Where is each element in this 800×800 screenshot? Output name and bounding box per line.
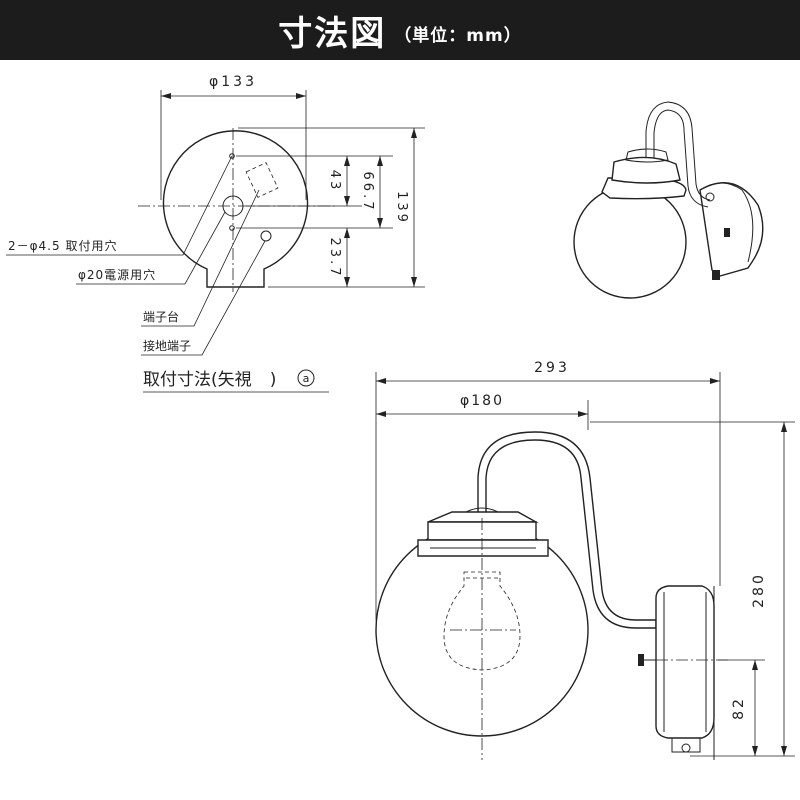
dim-upper: 43	[327, 170, 342, 193]
dim-mount-height: 139	[394, 191, 409, 225]
label-ground: 接地端子	[143, 338, 191, 353]
header-title: 寸法図	[278, 13, 387, 54]
wall-base	[655, 585, 715, 739]
label-terminal: 端子台	[143, 309, 179, 324]
label-holes: 2－φ4.5 取付用穴	[8, 238, 117, 253]
mount-caption: 取付寸法(矢視□)	[143, 370, 276, 390]
label-power-hole: φ20電源用穴	[78, 267, 156, 282]
dim-mount-width: φ133	[209, 74, 257, 90]
mounting-hole-top	[229, 153, 235, 159]
header-unit: （単位：mm）	[394, 25, 522, 46]
mount-plate	[162, 130, 309, 288]
side-view: 293 φ180 280 82	[375, 360, 795, 760]
header-bar: 寸法図 （単位：mm）	[0, 0, 800, 60]
power-hole	[222, 195, 244, 217]
terminal-block	[245, 162, 279, 198]
product-illustration	[573, 101, 764, 299]
dim-globe: φ180	[460, 393, 504, 409]
dim-base: 82	[731, 696, 747, 720]
mount-view: φ133 43 66.7 23.7 139 2－φ4.5 取付用穴 φ20電源用…	[6, 74, 425, 393]
dim-mid: 66.7	[360, 172, 375, 213]
dim-lower: 23.7	[327, 238, 342, 279]
ground-terminal	[260, 230, 272, 242]
mounting-hole-bottom	[229, 225, 235, 231]
caption-mark: a	[303, 372, 310, 385]
dim-total-width: 293	[534, 360, 570, 376]
switch-knob	[638, 654, 644, 666]
dim-height: 280	[751, 572, 767, 608]
